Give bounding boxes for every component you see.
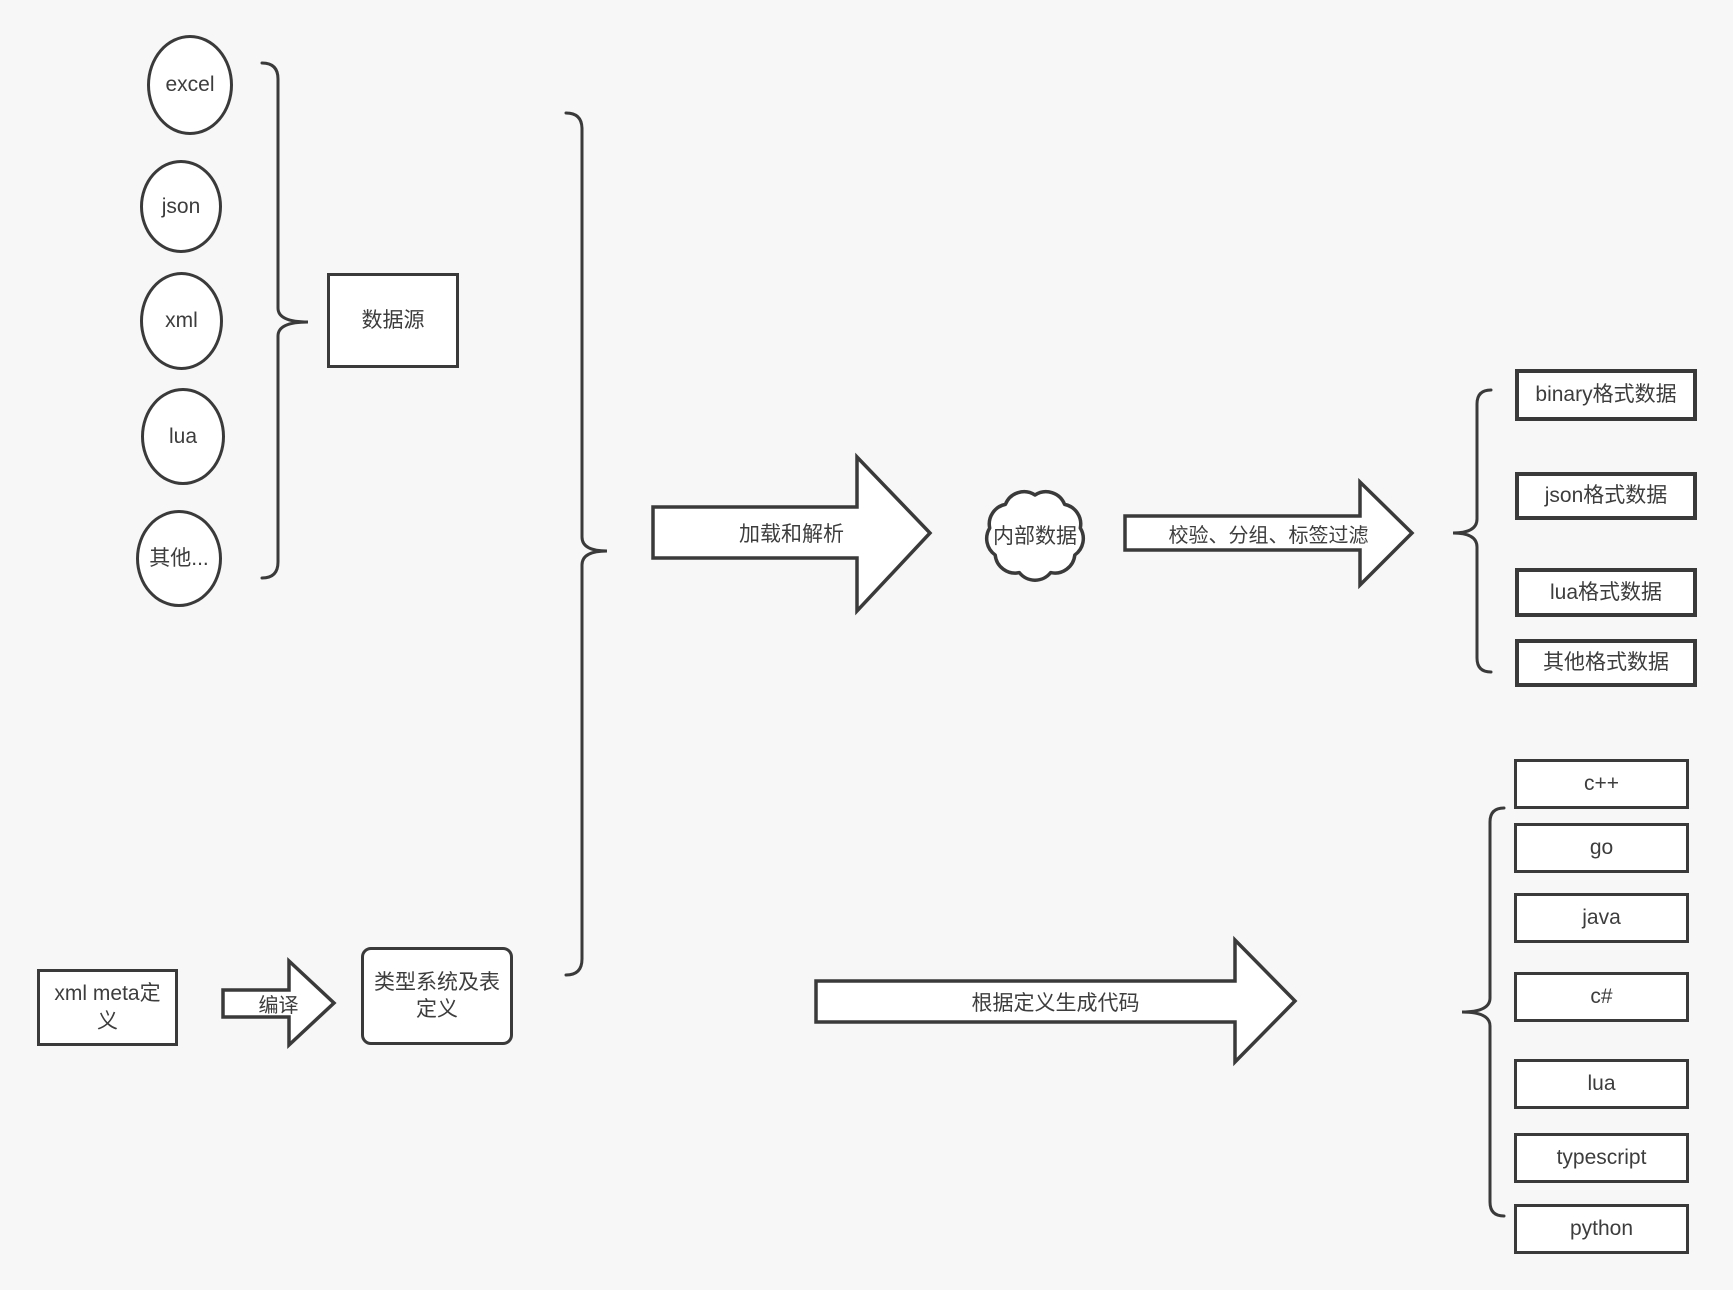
codegen-arrow (814, 935, 1298, 1067)
lang-box-cpp: c++ (1514, 759, 1689, 809)
source-ellipse-xml-label: xml (165, 309, 198, 333)
lang-box-python: python (1514, 1204, 1689, 1254)
output-box-other-label: 其他格式数据 (1543, 651, 1669, 675)
output-box-json: json格式数据 (1515, 472, 1697, 520)
source-ellipse-excel: excel (147, 35, 233, 135)
data-source-box-label: 数据源 (361, 308, 425, 332)
lang-box-java: java (1514, 893, 1689, 943)
lang-box-lua-label: lua (1587, 1072, 1616, 1096)
source-ellipse-other: 其他... (136, 510, 222, 607)
lang-box-csharp: c# (1514, 972, 1689, 1022)
lang-box-typescript: typescript (1514, 1133, 1689, 1183)
xml-meta-box-label: xml meta定义 (54, 982, 161, 1033)
source-ellipse-json: json (140, 160, 222, 253)
load-parse-arrow (651, 452, 933, 616)
lang-box-typescript-label: typescript (1556, 1146, 1647, 1170)
source-ellipse-other-label: 其他... (149, 546, 209, 570)
source-ellipse-json-label: json (161, 194, 201, 218)
main-brace (564, 111, 608, 977)
filter-arrow (1123, 477, 1415, 590)
compile-arrow (221, 956, 337, 1050)
sources-brace (260, 61, 309, 580)
source-ellipse-lua-label: lua (168, 424, 198, 448)
type-system-box-label: 类型系统及表定义 (374, 970, 500, 1021)
outputs-brace (1452, 388, 1493, 674)
internal-data-cloud (984, 489, 1086, 582)
output-box-lua: lua格式数据 (1515, 568, 1697, 617)
source-ellipse-lua: lua (141, 388, 225, 485)
source-ellipse-xml: xml (140, 272, 223, 370)
output-box-binary: binary格式数据 (1515, 369, 1697, 421)
lang-box-go-label: go (1589, 836, 1614, 860)
lang-box-csharp-label: c# (1590, 985, 1613, 1009)
output-box-other: 其他格式数据 (1515, 639, 1697, 687)
source-ellipse-excel-label: excel (165, 73, 215, 97)
lang-box-lua: lua (1514, 1059, 1689, 1109)
languages-brace (1461, 806, 1506, 1218)
lang-box-python-label: python (1569, 1217, 1634, 1241)
lang-box-cpp-label: c++ (1583, 772, 1620, 796)
lang-box-java-label: java (1582, 906, 1621, 930)
data-source-box: 数据源 (327, 273, 459, 368)
lang-box-go: go (1514, 823, 1689, 873)
xml-meta-box: xml meta定义 (37, 969, 178, 1046)
output-box-json-label: json格式数据 (1544, 484, 1668, 508)
output-box-binary-label: binary格式数据 (1535, 383, 1677, 407)
output-box-lua-label: lua格式数据 (1549, 580, 1663, 604)
type-system-box: 类型系统及表定义 (361, 947, 513, 1045)
